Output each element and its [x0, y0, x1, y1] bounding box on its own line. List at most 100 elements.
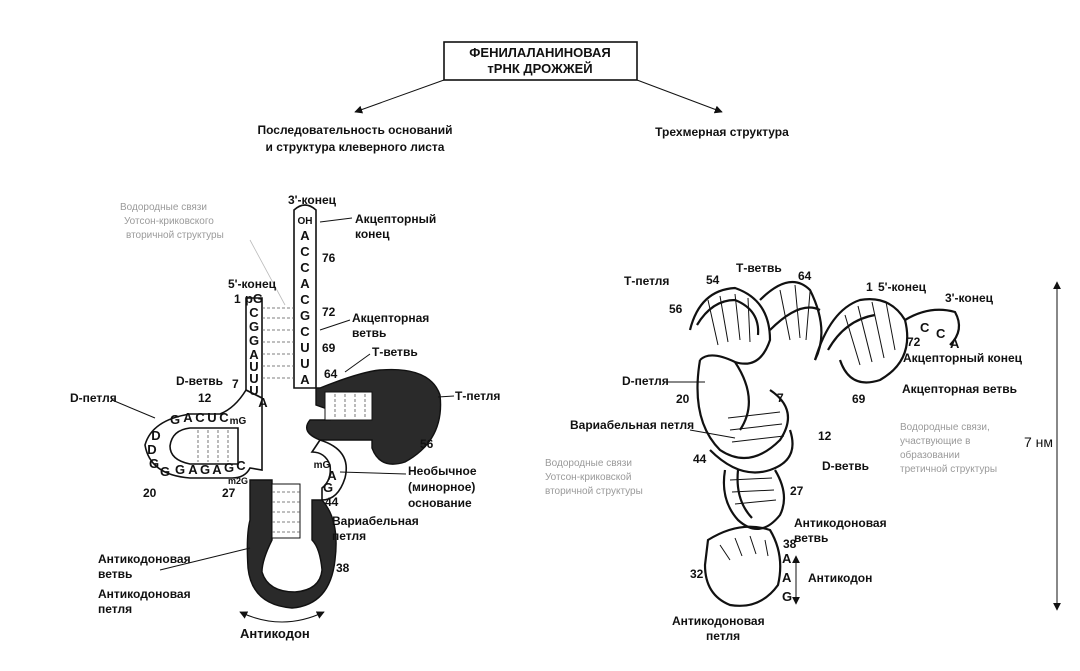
svg-text:U: U [249, 383, 258, 398]
arrow-right [636, 79, 723, 114]
svg-text:D: D [147, 442, 156, 457]
acceptor-5-bases: pG C G G A U U U A [245, 291, 268, 410]
label3d-anticodon-loop-2: петля [706, 629, 740, 643]
num-38: 38 [336, 561, 350, 575]
arrow-left [354, 79, 445, 114]
svg-text:G: G [249, 333, 259, 348]
num3d-64: 64 [798, 269, 812, 283]
num-76: 76 [322, 251, 336, 265]
acc-base-3: A [950, 336, 960, 351]
label-unusual-3: основание [408, 496, 472, 510]
ac-base-1: A [782, 551, 792, 566]
num3d-38: 38 [783, 537, 797, 551]
svg-text:mG: mG [230, 416, 247, 427]
svg-text:U: U [249, 359, 258, 374]
label-unusual-1: Необычное [408, 464, 477, 478]
num-64: 64 [324, 367, 338, 381]
svg-text:C: C [300, 244, 310, 259]
label-d-arm: D-ветвь [176, 374, 223, 388]
svg-text:A: A [183, 410, 193, 425]
svg-text:A: A [188, 462, 198, 477]
svg-text:mG: mG [314, 460, 331, 471]
label3d-five-end: 5'-конец [878, 280, 927, 294]
label3d-acceptor-arm: Акцепторная ветвь [902, 382, 1017, 396]
svg-text:G: G [160, 464, 170, 479]
acc-base-1: C [920, 320, 930, 335]
label-five-end: 5'-конец [228, 277, 277, 291]
label-variable-loop-1: Вариабельная [332, 514, 419, 528]
num3d-72: 72 [907, 335, 921, 349]
t-hbonds [334, 394, 366, 418]
label-acceptor-arm-1: Акцепторная [352, 311, 429, 325]
svg-text:G: G [323, 480, 333, 495]
label-anticodon-loop-2: петля [98, 602, 132, 616]
scale-label: 7 нм [1024, 434, 1053, 450]
cloverleaf: Водородные связи Уотсон-криковского втор… [70, 193, 500, 641]
svg-text:m2G: m2G [228, 476, 248, 486]
num3d-69: 69 [852, 392, 866, 406]
ac-base-2: A [782, 570, 792, 585]
label-variable-loop-2: петля [332, 529, 366, 543]
num3d-20: 20 [676, 392, 690, 406]
svg-text:C: C [249, 305, 259, 320]
svg-text:G: G [149, 456, 159, 471]
hbond-caption-2: Уотсон-криковского [124, 216, 214, 227]
label-anticodon-arm-2: ветвь [98, 567, 132, 581]
acc-base-2: C [936, 326, 946, 341]
num3d-7: 7 [777, 391, 784, 405]
hbond-right-1: Водородные связи, [900, 422, 990, 433]
num-72: 72 [322, 305, 336, 319]
hbond-left-3: вторичной структуры [545, 486, 643, 497]
ac-base-3: G [782, 589, 792, 604]
label3d-acceptor-end: Акцепторный конец [903, 351, 1023, 365]
t-bases: mG A G [314, 460, 338, 495]
label-t-arm: Т-ветвь [372, 345, 418, 359]
label-unusual-2: (минорное) [408, 480, 475, 494]
hbond-right-2: участвующие в [900, 436, 970, 447]
svg-text:C: C [300, 324, 310, 339]
label3d-anticodon-arm-1: Антикодоновая [794, 516, 887, 530]
num3d-56: 56 [669, 302, 683, 316]
svg-text:C: C [300, 260, 310, 275]
svg-text:C: C [300, 292, 310, 307]
svg-text:OH: OH [298, 216, 313, 227]
num-7: 7 [232, 377, 239, 391]
hbond-left-2: Уотсон-криковской [545, 472, 631, 483]
num-1: 1 [234, 292, 241, 306]
title-line-2: тРНК ДРОЖЖЕЙ [487, 61, 592, 76]
label-acceptor-arm-2: ветвь [352, 326, 386, 340]
num3d-32: 32 [690, 567, 704, 581]
num3d-54: 54 [706, 273, 720, 287]
num-20: 20 [143, 486, 157, 500]
right-heading: Трехмерная структура [655, 125, 789, 139]
tertiary-structure: 54 64 1 56 72 20 7 69 12 44 27 38 32 C C… [545, 261, 1061, 643]
svg-text:G: G [200, 462, 210, 477]
label-t-loop: Т-петля [455, 389, 500, 403]
num3d-12: 12 [818, 429, 832, 443]
label3d-d-arm: D-ветвь [822, 459, 869, 473]
hbond-right-3: образовании [900, 449, 960, 461]
d-hbonds [197, 430, 229, 462]
svg-text:C: C [195, 410, 205, 425]
label3d-anticodon-arm-2: ветвь [794, 531, 828, 545]
title-line-1: ФЕНИЛАЛАНИНОВАЯ [469, 45, 610, 60]
svg-text:A: A [300, 372, 310, 387]
svg-text:G: G [249, 319, 259, 334]
label-three-end: 3'-конец [288, 193, 337, 207]
svg-text:C: C [236, 458, 246, 473]
svg-text:U: U [207, 410, 216, 425]
label-anticodon-loop-1: Антикодоновая [98, 587, 191, 601]
num-27: 27 [222, 486, 236, 500]
svg-text:D: D [151, 428, 160, 443]
svg-text:U: U [300, 340, 309, 355]
svg-text:pG: pG [245, 291, 263, 306]
label3d-three-end: 3'-конец [945, 291, 994, 305]
svg-text:C: C [219, 410, 229, 425]
title-box: ФЕНИЛАЛАНИНОВАЯ тРНК ДРОЖЖЕЙ [443, 41, 638, 81]
d-loop-bases: G A C U C mG D D G G G A G A G C m2G [147, 410, 248, 486]
anticodon-arrow [239, 611, 325, 623]
num3d-27: 27 [790, 484, 804, 498]
label-d-loop: D-петля [70, 391, 117, 405]
label-acceptor-end-2: конец [355, 227, 390, 241]
svg-text:G: G [224, 460, 234, 475]
